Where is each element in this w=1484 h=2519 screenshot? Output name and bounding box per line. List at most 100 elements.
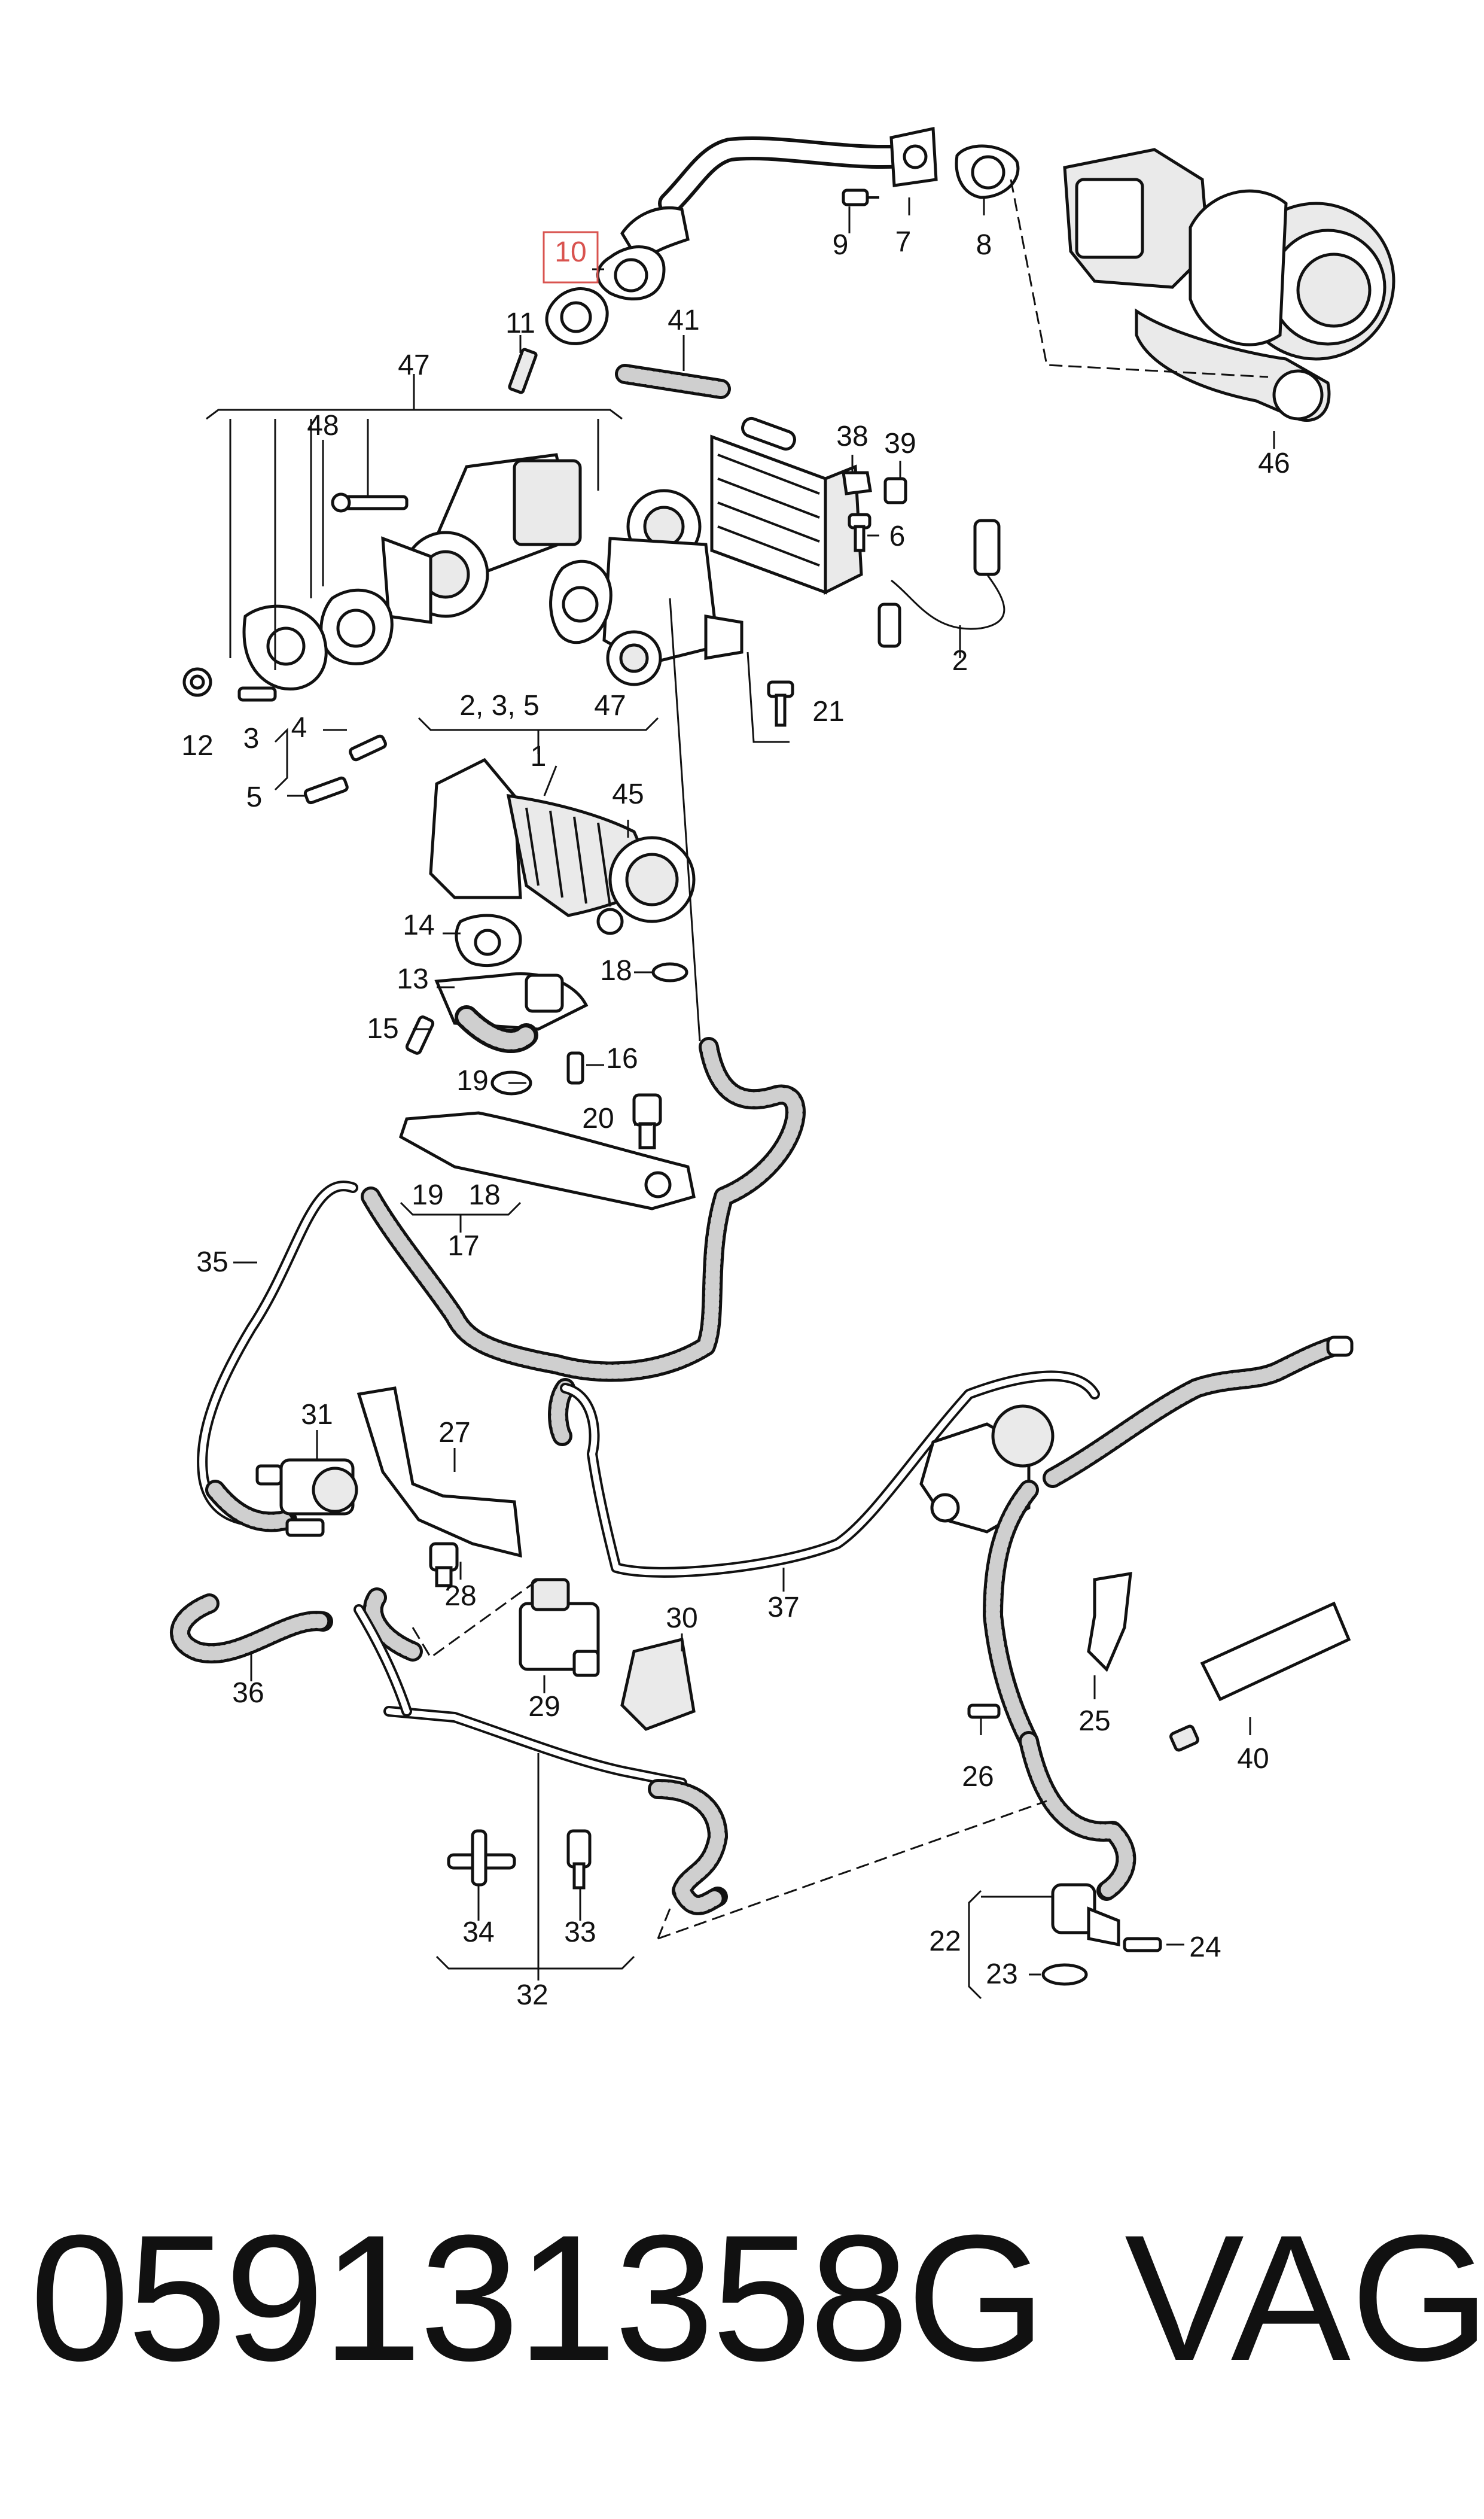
tpiece-34 <box>447 1829 516 1887</box>
valve-29 <box>519 1578 600 1677</box>
hose-41 <box>615 364 731 399</box>
callout-12: 12 <box>181 730 213 762</box>
bolt-16 <box>566 1051 584 1085</box>
flange-3 <box>242 604 328 690</box>
screw-21 <box>767 680 794 727</box>
callout-4: 4 <box>291 712 307 744</box>
thermostat-housing <box>919 1404 1055 1534</box>
pipe-37 <box>548 1370 1100 1578</box>
callout-labels: 10 11 9 7 8 41 47 46 48 38 39 6 2 21 12 … <box>181 226 1290 2011</box>
nut-12 <box>182 667 212 697</box>
leader-lines <box>206 197 1275 2000</box>
intake-manifold-45 <box>429 757 696 935</box>
callout-46: 46 <box>1258 448 1290 479</box>
callout-22: 22 <box>929 1925 961 1957</box>
gasket-14 <box>455 914 522 968</box>
brand-label: VAG <box>1125 2197 1484 2398</box>
parts-diagram: 10 11 9 7 8 41 47 46 48 38 39 6 2 21 12 … <box>170 126 1395 2011</box>
callout-14: 14 <box>403 909 434 941</box>
highlight-box <box>543 231 599 284</box>
gasket-10 <box>596 245 666 301</box>
valve-33 <box>566 1829 592 1890</box>
callout-18-top: 18 <box>600 955 632 987</box>
callout-10: 10 <box>554 236 586 268</box>
oring-18 <box>651 962 688 982</box>
leader <box>669 598 701 1042</box>
callout-32: 32 <box>516 1979 548 2011</box>
callout-1: 1 <box>531 741 547 772</box>
callout-31: 31 <box>301 1399 333 1431</box>
callout-37: 37 <box>767 1592 799 1623</box>
callout-40: 40 <box>1237 1743 1269 1775</box>
callout-29: 29 <box>528 1691 560 1723</box>
callout-33: 33 <box>564 1916 596 1948</box>
callout-21: 21 <box>812 696 844 728</box>
callout-19-top: 19 <box>456 1065 488 1097</box>
bracket-25 <box>1087 1571 1132 1672</box>
bolt-24 <box>1123 1937 1162 1952</box>
callout-48: 48 <box>307 410 339 442</box>
bush-39 <box>883 477 907 504</box>
callout-24: 24 <box>1189 1931 1221 1963</box>
bracket-27 <box>356 1386 522 1558</box>
callout-9: 9 <box>833 229 849 261</box>
sensor-2 <box>877 519 1005 648</box>
callout-27: 27 <box>438 1417 470 1449</box>
bolt-15 <box>405 1015 435 1055</box>
sleeve-38 <box>842 471 872 495</box>
callout-39: 39 <box>884 428 916 460</box>
callout-30: 30 <box>666 1602 697 1634</box>
tube-40 <box>1169 1601 1351 1752</box>
callout-34: 34 <box>462 1916 494 1948</box>
callout-35: 35 <box>196 1246 228 1278</box>
connector-13 <box>434 972 589 1053</box>
callout-13: 13 <box>397 963 428 995</box>
hose-36 <box>170 1587 423 1664</box>
egr-valve-48 <box>381 453 582 624</box>
callout-28: 28 <box>444 1580 476 1612</box>
callout-41: 41 <box>668 305 699 336</box>
callout-19-bottom: 19 <box>412 1179 443 1211</box>
bolt-47 <box>331 492 409 513</box>
bolt-9 <box>842 188 879 206</box>
screw-6 <box>848 513 871 552</box>
callout-8: 8 <box>976 229 992 261</box>
callout-38: 38 <box>836 421 868 452</box>
callout-15: 15 <box>367 1013 398 1045</box>
egr-cooler-1 <box>602 416 863 686</box>
callout-26: 26 <box>962 1761 994 1793</box>
fitting-22 <box>1051 1883 1120 1947</box>
callout-16: 16 <box>606 1043 638 1075</box>
bolt-26 <box>967 1703 1001 1719</box>
gasket-47 <box>549 559 613 644</box>
leader-dash <box>1010 179 1269 378</box>
hose-long <box>361 1037 806 1382</box>
turbocharger-46 <box>1063 148 1395 422</box>
callout-3: 3 <box>243 723 260 755</box>
gasket-48 <box>319 588 394 665</box>
callout-20: 20 <box>582 1103 614 1134</box>
callout-235: 2, 3, 5 <box>459 690 539 722</box>
callout-5: 5 <box>246 781 263 813</box>
oring-23 <box>1041 1963 1088 1986</box>
callout-17: 17 <box>447 1230 479 1262</box>
bolt-5 <box>303 776 349 805</box>
gasket-8 <box>955 144 1020 199</box>
damper-30 <box>620 1637 696 1731</box>
bolt-20 <box>632 1093 662 1149</box>
part-number: 059131358G <box>30 2197 1046 2398</box>
callout-7: 7 <box>895 226 912 258</box>
callout-47-top: 47 <box>398 349 429 381</box>
stud-11 <box>508 348 538 394</box>
callout-2: 2 <box>952 645 968 677</box>
line-32 <box>354 1604 728 1915</box>
bolt-28 <box>429 1542 459 1587</box>
egr-pipe-7 <box>620 126 938 266</box>
callout-36: 36 <box>232 1677 264 1709</box>
callout-18-bottom: 18 <box>468 1179 500 1211</box>
callout-23: 23 <box>986 1958 1017 1990</box>
callout-47-mid: 47 <box>594 690 626 722</box>
callout-25: 25 <box>1078 1705 1110 1737</box>
bolt-4 <box>237 686 387 762</box>
callout-11: 11 <box>505 308 535 339</box>
